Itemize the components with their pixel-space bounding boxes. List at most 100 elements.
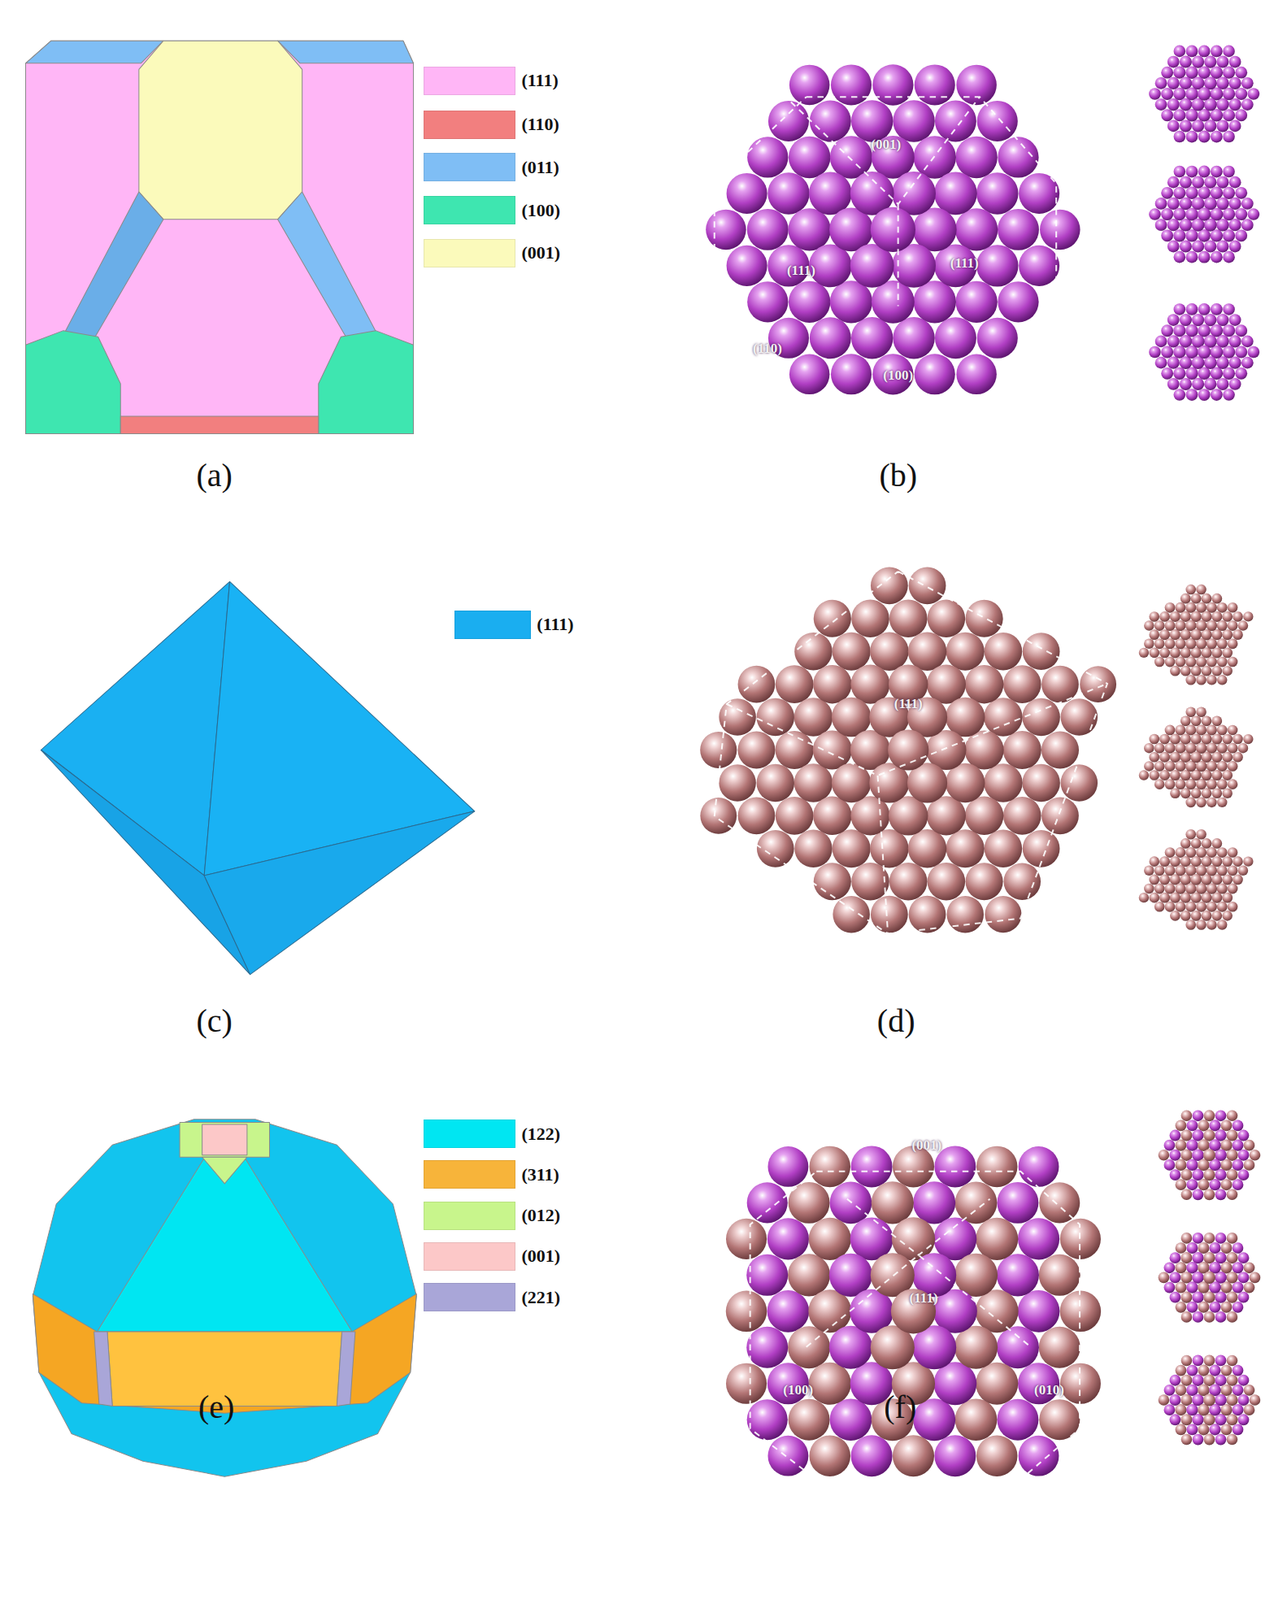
atom-sphere [871, 1181, 914, 1224]
atom-sphere [1169, 611, 1181, 622]
legend-swatch [423, 1242, 516, 1271]
atom-sphere [1148, 734, 1160, 745]
atom-sphere [1003, 796, 1042, 835]
atom-sphere [1195, 724, 1207, 735]
atom-sphere [1192, 1355, 1205, 1367]
atom-sphere [889, 862, 928, 901]
facet-guide-line [750, 1171, 1080, 1480]
cluster-d-small [1139, 706, 1254, 808]
atom-sphere [908, 829, 948, 869]
atom-sphere [1003, 730, 1042, 770]
atom-sphere [1181, 1232, 1193, 1244]
facet-221 [94, 1331, 114, 1407]
atom-sphere [1197, 367, 1211, 381]
atom-sphere [1139, 769, 1149, 780]
atom-sphere [1201, 838, 1213, 849]
atom-sphere [934, 1434, 976, 1477]
atom-sphere [1174, 724, 1186, 735]
atom-sphere [808, 1217, 852, 1261]
atom-sphere [1234, 367, 1248, 380]
atom-sphere [1164, 1159, 1176, 1171]
atom-sphere [832, 829, 871, 868]
atom-sphere [1179, 98, 1193, 112]
atom-sphere [767, 1435, 809, 1477]
facet-guide-line [714, 571, 1108, 935]
atom-sphere [1204, 1188, 1216, 1201]
atom-sphere [718, 698, 757, 736]
atom-sphere [1164, 1404, 1176, 1416]
atom-sphere [1174, 1139, 1187, 1152]
atom-sphere [1222, 208, 1235, 221]
atom-sphere [1221, 892, 1233, 904]
atom-sphere [1226, 1129, 1238, 1141]
atom-sphere [1174, 1384, 1187, 1396]
atom-sphere [1041, 730, 1079, 769]
atom-sphere [1231, 1261, 1244, 1274]
atom-sphere [1167, 120, 1180, 133]
atom-sphere [1191, 378, 1205, 391]
atom-sphere [1160, 66, 1174, 79]
atom-sphere [1155, 356, 1168, 370]
atom-sphere [1154, 883, 1166, 895]
legend-text: (311) [521, 1164, 559, 1186]
atom-sphere [1173, 66, 1186, 79]
facet-guide-line [714, 96, 1057, 404]
atom-sphere [1180, 910, 1192, 922]
atom-sphere [1210, 324, 1223, 337]
atom-sphere [1238, 1291, 1250, 1304]
atom-sphere [996, 1399, 1039, 1441]
atom-sphere [1216, 119, 1229, 132]
atom-sphere [1208, 1365, 1221, 1377]
atom-sphere [1169, 856, 1181, 867]
atom-sphere [851, 317, 893, 359]
atom-sphere [1159, 856, 1170, 867]
atom-sphere [1174, 847, 1186, 858]
atom-sphere [1241, 218, 1254, 231]
atom-sphere [1204, 1232, 1216, 1244]
atom-sphere [808, 1289, 852, 1333]
atom-sphere [1154, 638, 1166, 649]
atom-sphere [1197, 1119, 1209, 1131]
atom-sphere [1221, 752, 1233, 763]
atom-sphere [1143, 639, 1155, 650]
atom-sphere [1018, 1146, 1060, 1187]
atom-sphere [1191, 838, 1202, 849]
atom-sphere [1175, 1424, 1187, 1436]
atom-sphere [1039, 1254, 1081, 1296]
atom-sphere [1165, 778, 1176, 790]
atom-sphere [1179, 356, 1193, 370]
atom-sphere [726, 1363, 767, 1405]
atom-sphere [1195, 847, 1207, 858]
atom-sphere [1179, 239, 1192, 253]
atom-sphere [1229, 334, 1242, 348]
atom-sphere [1186, 1178, 1198, 1191]
atom-sphere [965, 796, 1005, 836]
atom-sphere [1169, 752, 1181, 763]
atom-sphere [1226, 1109, 1239, 1122]
cluster-f-small [1158, 1232, 1261, 1323]
atom-sphere [1216, 56, 1229, 69]
atom-sphere [851, 1434, 893, 1477]
atom-sphere [1158, 1272, 1170, 1284]
atom-sphere [1231, 1384, 1244, 1396]
atom-sphere [1167, 197, 1180, 210]
atom-sphere [908, 631, 948, 671]
atom-sphere [1214, 1374, 1227, 1387]
cluster-b [705, 64, 1080, 395]
atom-sphere [1179, 176, 1192, 189]
atom-sphere [1221, 788, 1233, 800]
atom-sphere [1165, 725, 1176, 736]
atom-sphere [1195, 602, 1207, 614]
atom-sphere [1192, 1188, 1205, 1201]
atom-sphere [1238, 620, 1249, 631]
atom-sphere [1185, 656, 1196, 668]
atom-sphere [1243, 734, 1253, 744]
atom-sphere [1222, 66, 1235, 79]
atom-sphere [983, 697, 1023, 737]
atom-sphere [965, 862, 1004, 901]
atom-sphere [1227, 602, 1239, 614]
facet-label: (100) [782, 1382, 814, 1399]
cluster-d-small [1139, 584, 1254, 686]
atom-sphere [1017, 1290, 1061, 1333]
